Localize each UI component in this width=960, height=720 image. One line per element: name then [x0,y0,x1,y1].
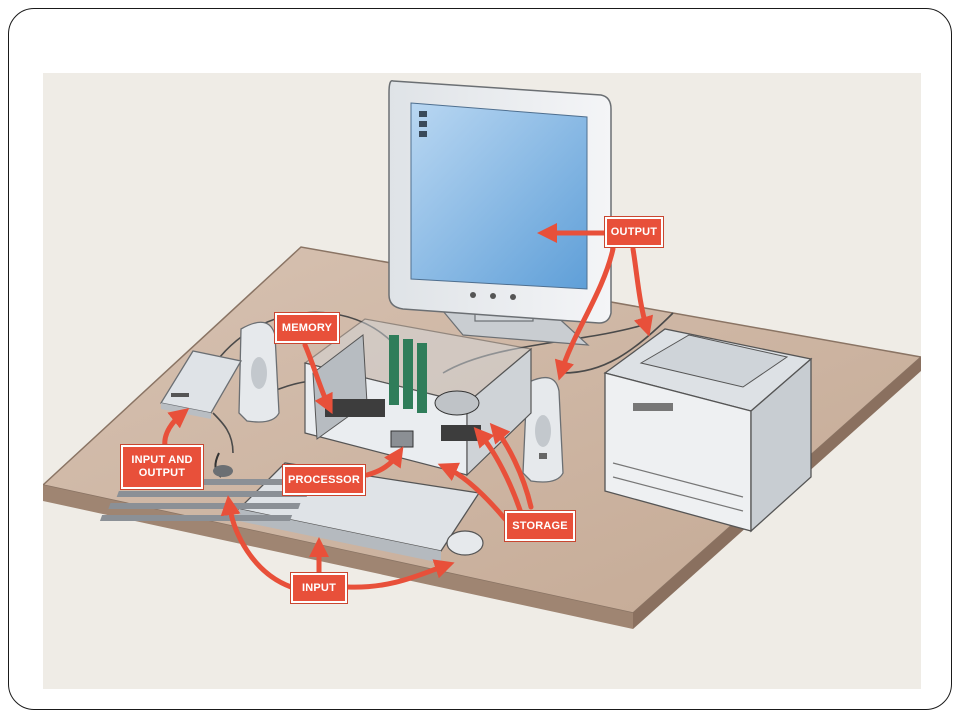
right-speaker [522,376,564,483]
storage-label: STORAGE [505,511,575,541]
output-label: OUTPUT [605,217,663,247]
computer-system-illustration: OUTPUT MEMORY INPUT AND OUTPUT PROCESSOR… [43,73,921,689]
printer [603,328,813,533]
input-and-output-label: INPUT AND OUTPUT [121,445,203,489]
mouse [446,530,484,556]
left-speaker [238,321,280,423]
microphone [213,452,233,478]
callout-arrows [162,223,654,590]
memory-label: MEMORY [275,313,339,343]
monitor [388,80,612,346]
processor-label: PROCESSOR [283,465,365,495]
input-label: INPUT [291,573,347,603]
illustration-drawing [43,80,921,629]
slide-frame: OUTPUT MEMORY INPUT AND OUTPUT PROCESSOR… [8,8,952,710]
